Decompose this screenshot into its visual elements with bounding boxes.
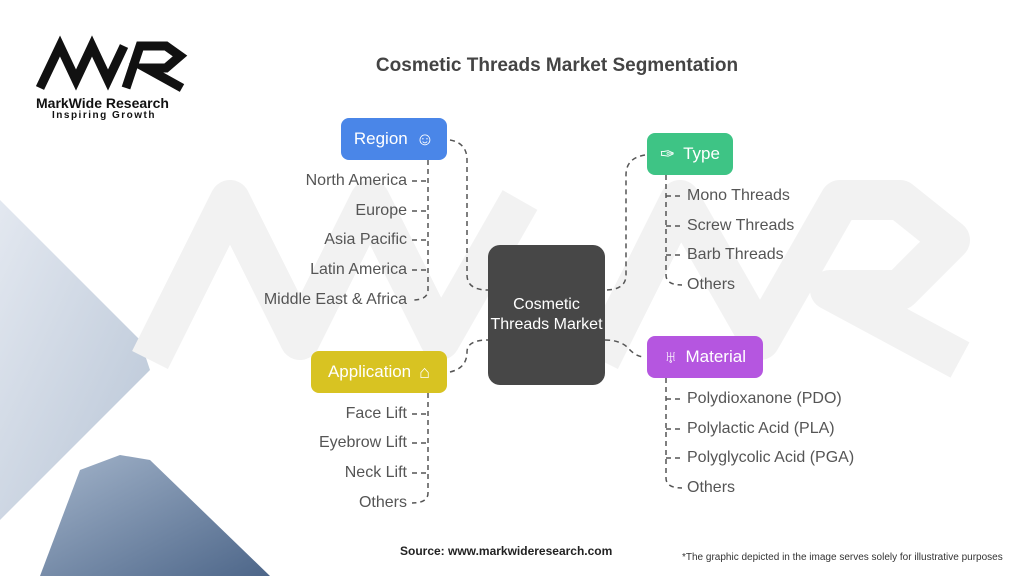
logo-mark: [35, 35, 188, 92]
source-text: Source: www.markwideresearch.com: [400, 544, 613, 558]
list-item: Screw Threads: [687, 217, 795, 234]
list-item: Others: [687, 479, 736, 496]
brain-icon: ☺: [415, 129, 435, 149]
list-item: Mono Threads: [687, 187, 790, 204]
connector-region-items: [412, 180, 428, 271]
list-item: North America: [305, 172, 407, 189]
connector-region: [449, 139, 489, 291]
region-node: Region ☺: [341, 118, 447, 160]
connector-material: [604, 339, 646, 358]
connector-material-list: [665, 378, 683, 489]
list-item: Latin America: [310, 261, 407, 278]
connector-type: [604, 154, 646, 291]
list-item: Polylactic Acid (PLA): [687, 420, 835, 437]
list-item: Middle East & Africa: [263, 291, 407, 308]
connector-application-items: [412, 413, 428, 474]
list-item: Polydioxanone (PDO): [687, 390, 842, 407]
list-item: Others: [687, 276, 736, 293]
list-item: Polyglycolic Acid (PGA): [687, 449, 855, 466]
list-item: Europe: [355, 202, 407, 219]
connector-material-items: [666, 398, 682, 459]
disclaimer-note: *The graphic depicted in the image serve…: [682, 552, 1003, 563]
list-item: Barb Threads: [687, 246, 784, 263]
thread-icon: ✑: [660, 144, 676, 164]
decorative-shape: [0, 200, 150, 520]
region-label: Region: [353, 129, 408, 148]
list-item: Face Lift: [345, 405, 407, 422]
connector-application: [449, 339, 489, 373]
material-node: ♅ Material: [647, 336, 763, 378]
hut-icon: ⌂: [419, 362, 431, 382]
type-label: Type: [683, 144, 720, 163]
connector-type-list: [665, 175, 683, 286]
application-node: Application ⌂: [311, 351, 447, 393]
list-item: Eyebrow Lift: [318, 434, 407, 451]
list-item: Others: [358, 494, 407, 511]
logo-tagline: Inspiring Growth: [52, 110, 156, 121]
page-title: Cosmetic Threads Market Segmentation: [375, 55, 739, 76]
connector-region-list: [411, 160, 429, 301]
pelvis-icon: ♅: [664, 347, 678, 367]
type-node: ✑ Type: [647, 133, 733, 175]
watermark-logo: [132, 180, 970, 378]
logo-name: MarkWide Research: [36, 95, 169, 111]
application-label: Application: [327, 362, 412, 381]
list-item: Neck Lift: [344, 464, 407, 481]
decorative-shape: [40, 455, 270, 576]
material-label: Material: [685, 347, 746, 366]
connector-type-items: [666, 195, 682, 256]
list-item: Asia Pacific: [324, 231, 407, 248]
connector-application-list: [411, 393, 429, 504]
center-node: Cosmetic Threads Market: [488, 245, 605, 385]
